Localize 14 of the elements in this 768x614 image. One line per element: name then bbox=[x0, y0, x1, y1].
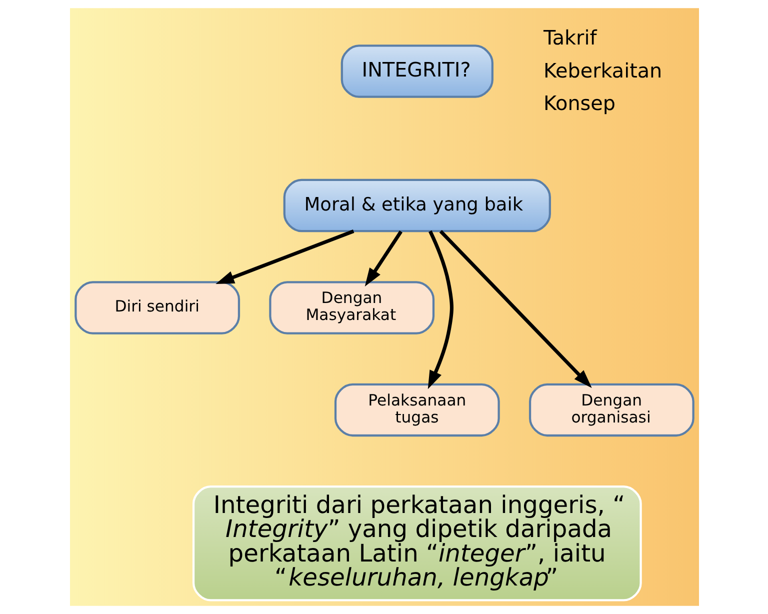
node-box: Integriti dari perkataan inggeris, “ Integrity” yang dipetik daripada perkataan Latin “integer”, iaitu “keseluruhan, lengkap” bbox=[192, 486, 642, 602]
node-box: INTEGRITI? bbox=[340, 44, 493, 98]
node-box: Moral & etika yang baik bbox=[282, 178, 550, 232]
node-box: Dengan Masyarakat bbox=[268, 281, 434, 334]
label: Takrif bbox=[543, 26, 596, 50]
node-box: Diri sendiri bbox=[74, 281, 240, 334]
arrow bbox=[215, 230, 354, 284]
arrow bbox=[364, 230, 402, 286]
arrow bbox=[427, 230, 453, 390]
arrow bbox=[438, 230, 592, 388]
label: Keberkaitan bbox=[543, 59, 662, 82]
node-box: Pelaksanaan tugas bbox=[334, 383, 500, 437]
label: Konsep bbox=[543, 92, 615, 115]
node-box: Dengan organisasi bbox=[528, 383, 694, 437]
